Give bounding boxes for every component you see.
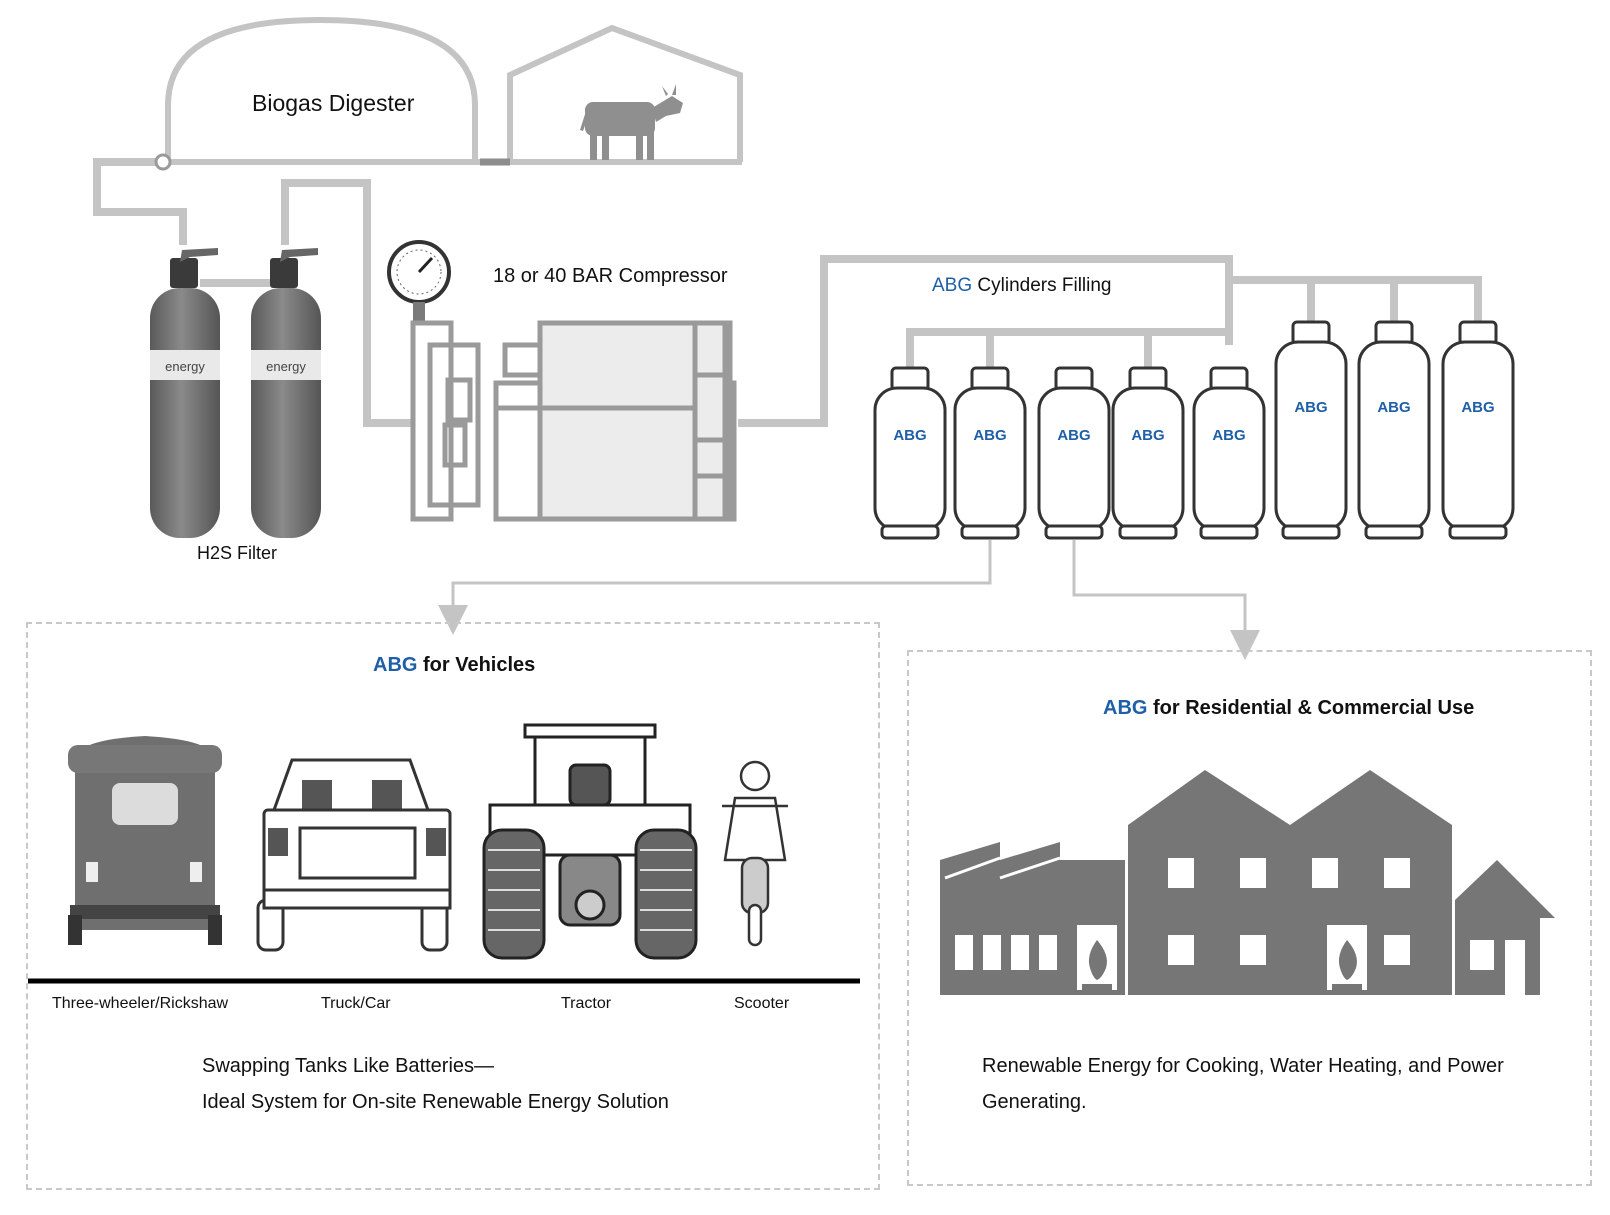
residential-caption-line2: Generating.: [982, 1091, 1087, 1113]
abg-cylinder: ABG: [873, 366, 947, 540]
vehicle-label-tractor: Tractor: [561, 995, 612, 1012]
vehicles-panel: [26, 622, 880, 1190]
compressor-unit: [410, 320, 737, 522]
vehicles-caption-line1: Swapping Tanks Like Batteries—: [202, 1055, 495, 1077]
cylinder-tag: ABG: [1057, 427, 1090, 444]
abg-cylinder-group: ABG ABG ABG ABG ABG ABG ABG ABG: [873, 320, 1515, 540]
apartment-building: [1128, 770, 1452, 995]
abg-cylinder: ABG: [1192, 366, 1266, 540]
cylinder-tag: ABG: [1131, 427, 1164, 444]
abg-cylinder: ABG: [1357, 320, 1431, 540]
flame-icon: [1077, 925, 1117, 990]
cylinder-tag: ABG: [1294, 399, 1327, 416]
house-icon: [1455, 860, 1555, 995]
vehicle-label-scooter: Scooter: [734, 995, 790, 1012]
residential-caption-line1: Renewable Energy for Cooking, Water Heat…: [982, 1055, 1504, 1077]
vehicles-panel-title: ABG for Vehicles: [373, 654, 535, 677]
h2s-filter-tank-1: energy: [150, 248, 220, 538]
filter-brand-1: energy: [165, 359, 205, 374]
vehicles-title-accent: ABG: [373, 654, 418, 676]
residential-panel: [907, 650, 1592, 1186]
barn-outline: [507, 24, 743, 162]
pressure-gauge-icon: [387, 240, 451, 324]
filter-brand-2: energy: [266, 359, 306, 374]
cylinder-tag: ABG: [1212, 427, 1245, 444]
vehicle-label-rickshaw: Three-wheeler/Rickshaw: [52, 995, 229, 1012]
tractor-icon: [482, 723, 698, 960]
cylinders-filling-accent: ABG: [932, 275, 973, 296]
cylinder-tag: ABG: [973, 427, 1006, 444]
scooter-icon: [722, 760, 788, 947]
abg-cylinder: ABG: [1037, 366, 1111, 540]
abg-cylinder: ABG: [953, 366, 1027, 540]
cylinder-tag: ABG: [893, 427, 926, 444]
residential-title-text: for Residential & Commercial Use: [1147, 697, 1475, 719]
vehicles-caption-line2: Ideal System for On-site Renewable Energ…: [202, 1091, 669, 1113]
cylinder-tag: ABG: [1377, 399, 1410, 416]
residential-panel-title: ABG for Residential & Commercial Use: [1103, 697, 1474, 720]
abg-cylinder: ABG: [1111, 366, 1185, 540]
cylinder-tag: ABG: [1461, 399, 1494, 416]
residential-title-accent: ABG: [1103, 697, 1148, 719]
truck-car-icon: [256, 758, 452, 952]
compressor-label: 18 or 40 BAR Compressor: [493, 265, 728, 287]
cow-icon: [580, 84, 683, 160]
distribution-arrows: [438, 540, 1260, 660]
h2s-filter-tank-2: energy: [251, 248, 321, 538]
vehicles-title-text: for Vehicles: [417, 654, 536, 676]
digester-dome: [165, 16, 478, 165]
abg-cylinder: ABG: [1274, 320, 1348, 540]
cylinders-filling-text: Cylinders Filling: [972, 275, 1112, 296]
cylinders-filling-label: ABG Cylinders Filling: [932, 275, 1112, 297]
digester-label: Biogas Digester: [252, 90, 415, 116]
abg-cylinder: ABG: [1441, 320, 1515, 540]
vehicle-label-truck-car: Truck/Car: [321, 995, 391, 1012]
gas-pipes: [93, 158, 1482, 427]
flame-icon: [1327, 925, 1367, 990]
rickshaw-icon: [68, 736, 222, 945]
h2s-filter-label: H2S Filter: [197, 543, 278, 563]
